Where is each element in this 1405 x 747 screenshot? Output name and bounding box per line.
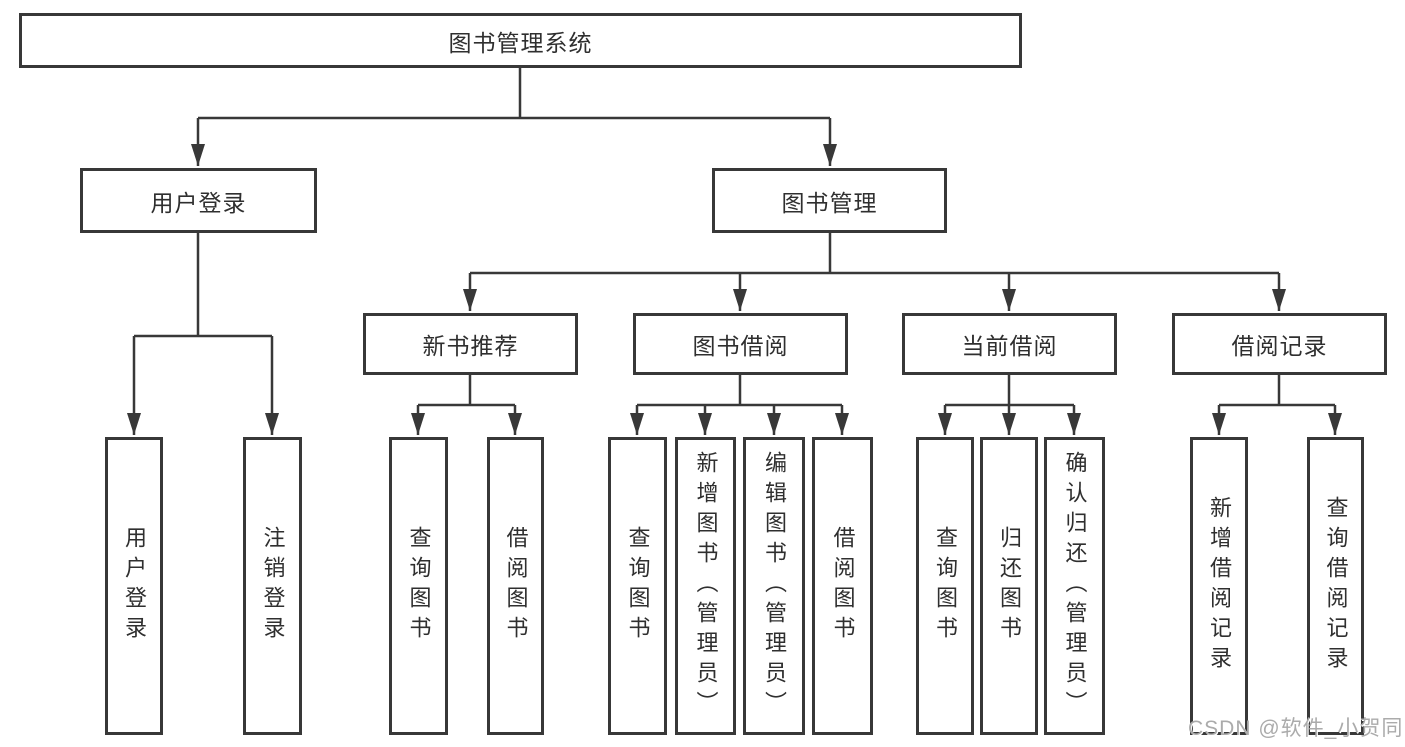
leaf-current-query-books: 查询图书 <box>916 437 974 735</box>
leaf-borrow-query-books: 查询图书 <box>608 437 667 735</box>
leaf-borrow-add-books-admin: 新增图书（管理员） <box>675 437 736 735</box>
leaf-records-query-record: 查询借阅记录 <box>1307 437 1364 735</box>
node-new-book-recommend: 新书推荐 <box>363 313 578 375</box>
csdn-watermark: CSDN @软件_小贺同学 <box>1188 717 1404 740</box>
leaf-records-add-record: 新增借阅记录 <box>1190 437 1248 735</box>
leaf-current-confirm-return-admin: 确认归还（管理员） <box>1044 437 1105 735</box>
leaf-newbook-borrow-books: 借阅图书 <box>487 437 544 735</box>
leaf-logout: 注销登录 <box>243 437 302 735</box>
node-book-management: 图书管理 <box>712 168 947 233</box>
node-user-login-module: 用户登录 <box>80 168 317 233</box>
leaf-current-return-books: 归还图书 <box>980 437 1038 735</box>
node-library-system: 图书管理系统 <box>19 13 1022 68</box>
leaf-borrow-borrow-books: 借阅图书 <box>812 437 873 735</box>
node-borrow-records: 借阅记录 <box>1172 313 1387 375</box>
leaf-borrow-edit-books-admin: 编辑图书（管理员） <box>743 437 805 735</box>
node-current-borrowing: 当前借阅 <box>902 313 1117 375</box>
node-book-borrowing: 图书借阅 <box>633 313 848 375</box>
leaf-user-login: 用户登录 <box>105 437 163 735</box>
leaf-newbook-query-books: 查询图书 <box>389 437 448 735</box>
